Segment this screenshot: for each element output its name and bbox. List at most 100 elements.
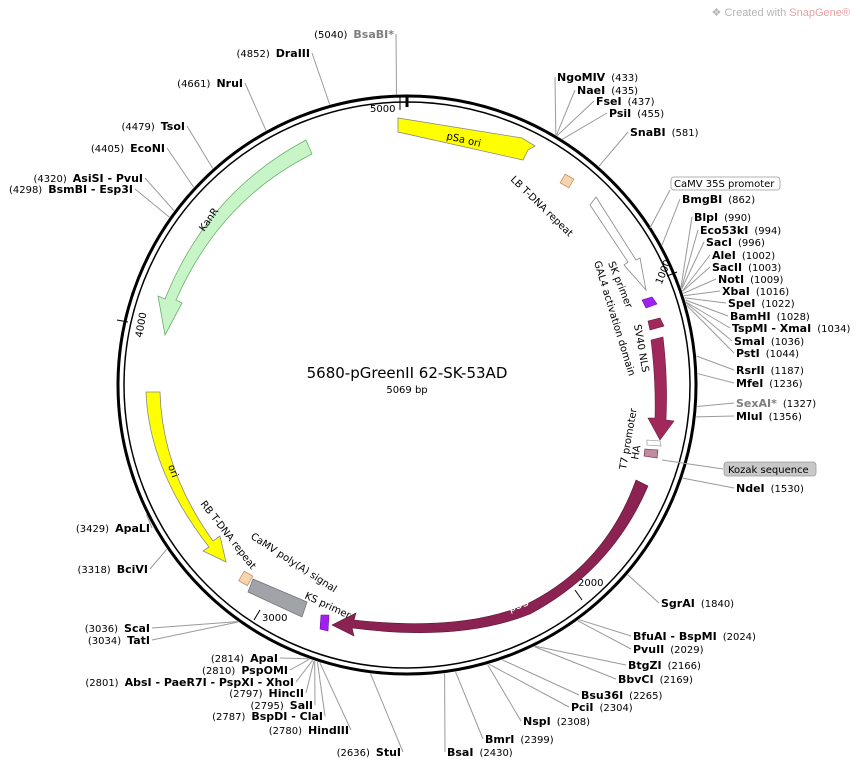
feature-psa-ori: pSa ori: [397, 117, 536, 161]
site-bsmbi-esp3i[interactable]: (4298)BsmBI - Esp3I: [9, 183, 170, 218]
site-name: NaeI: [577, 84, 605, 97]
site-label: (2801)AbsI - PaeR7I - PspXI - XhoI: [85, 676, 294, 689]
site-leader: [151, 621, 239, 641]
site-leader: [577, 620, 632, 650]
site-bbvci[interactable]: BbvCI(2169): [534, 646, 693, 686]
site-noti[interactable]: NotI(1009): [682, 273, 783, 294]
site-saci[interactable]: SacI(996): [681, 236, 765, 290]
site-leader: [166, 147, 195, 188]
site-ndei[interactable]: NdeI(1530): [682, 477, 804, 495]
site-bmgbi[interactable]: BmgBI(862): [661, 193, 755, 246]
site-leader: [681, 241, 705, 290]
site-leader: [682, 254, 711, 292]
site-name: BfuAI - BspMI: [633, 630, 717, 643]
site-name: ApaI: [250, 652, 278, 665]
site-bcivi[interactable]: (3318)BciVI: [77, 548, 168, 576]
site-bspdi-clai[interactable]: (2787)BspDI - ClaI: [212, 661, 326, 723]
site-label: PciI(2304): [571, 701, 633, 714]
site-apai[interactable]: (2814) ApaI: [211, 652, 309, 665]
site-bamhi[interactable]: BamHI(1028): [685, 299, 810, 323]
site-leader: [696, 415, 735, 418]
site-name: BciVI: [117, 563, 148, 576]
site-position: (2814): [211, 654, 244, 665]
site-position: (1034): [817, 324, 850, 335]
site-eco53ki[interactable]: Eco53kI(994): [681, 224, 782, 289]
site-hincii[interactable]: (2797)HincII: [229, 660, 315, 700]
site-asisi-pvui[interactable]: (4320)AsiSI - PvuI: [34, 172, 175, 212]
site-label: (2787)BspDI - ClaI: [212, 710, 323, 723]
site-sexai-[interactable]: SexAI*(1327): [697, 397, 816, 410]
site-alei[interactable]: AleI(1002): [682, 249, 775, 292]
site-blpi[interactable]: BlpI(990): [680, 211, 751, 288]
site-position: (2169): [660, 675, 693, 686]
site-tsoi[interactable]: (4479)TsoI: [121, 120, 214, 169]
site-position: (2797): [229, 689, 262, 700]
site-position: (437): [628, 97, 655, 108]
site-sali[interactable]: (2795)SalI: [251, 660, 316, 712]
site-fsei[interactable]: FseI(437): [556, 95, 655, 137]
site-scai[interactable]: (3036)ScaI: [85, 621, 238, 635]
site-label: (2810)PspOMI: [202, 664, 288, 677]
site-label: SacI(996): [706, 236, 765, 249]
site-bfuai-bspmi[interactable]: BfuAI - BspMI(2024): [578, 619, 756, 643]
site-leader: [502, 659, 580, 696]
site-bsabi-[interactable]: (5040)BsaBI*: [314, 28, 397, 95]
site-apali[interactable]: (3429)ApaLI: [76, 514, 153, 535]
site-btgzi[interactable]: BtgZI(2166): [535, 645, 701, 672]
site-name: BmrI: [485, 733, 514, 746]
site-position: (3429): [76, 524, 109, 535]
site-xbai[interactable]: XbaI(1016): [683, 285, 789, 298]
site-name: BsaI: [447, 746, 473, 759]
site-pspomi[interactable]: (2810)PspOMI: [202, 658, 310, 677]
site-tspmi-xmai[interactable]: TspMI - XmaI(1034): [685, 301, 851, 335]
site-label: XbaI(1016): [722, 285, 789, 298]
site-position: (455): [637, 109, 664, 120]
site-psti[interactable]: PstI(1044): [686, 305, 799, 361]
site-bsu36i[interactable]: Bsu36I(2265): [502, 659, 663, 702]
site-draiii[interactable]: (4852)DraIII: [236, 47, 331, 105]
site-leader: [535, 645, 627, 666]
site-name: MfeI: [736, 377, 763, 390]
site-leader: [151, 621, 238, 629]
site-pvuii[interactable]: PvuII(2029): [577, 620, 704, 656]
site-bsai[interactable]: BsaI(2430): [444, 673, 513, 759]
site-leader: [146, 514, 153, 529]
site-naei[interactable]: NaeI(435): [555, 84, 638, 136]
site-label: SacII(1003): [712, 261, 781, 274]
site-pcii[interactable]: PciI(2304): [488, 663, 633, 714]
site-position: (3034): [88, 636, 121, 647]
site-mlui[interactable]: MluI(1356): [696, 410, 802, 423]
site-name: NdeI: [736, 482, 765, 495]
plasmid-size: 5069 bp: [386, 385, 427, 396]
site-position: (4479): [121, 122, 154, 133]
site-hindiii[interactable]: (2780)HindIII: [269, 662, 352, 737]
site-smai[interactable]: SmaI(1036): [685, 302, 804, 348]
site-rsrii[interactable]: RsrII(1187): [696, 355, 804, 377]
site-bmri[interactable]: BmrI(2399): [455, 671, 554, 746]
site-snabi[interactable]: SnaBI(581): [598, 126, 699, 167]
site-leader: [488, 663, 570, 708]
site-sacii[interactable]: SacII(1003): [682, 261, 782, 292]
site-econi[interactable]: (4405)EcoNI: [91, 142, 195, 188]
site-ngomiv[interactable]: NgoMIV(433): [554, 71, 638, 135]
site-stui[interactable]: (2636)StuI: [337, 673, 404, 759]
snapgene-credit: ❖ Created with SnapGene®: [712, 6, 850, 19]
site-position: (4320): [34, 174, 67, 185]
site-name: PsiI: [609, 107, 631, 120]
site-name: MluI: [736, 410, 763, 423]
site-nrui[interactable]: (4661)NruI: [177, 77, 267, 131]
site-label: (3429)ApaLI: [76, 522, 150, 535]
site-tati[interactable]: (3034)TatI: [88, 621, 239, 647]
site-psii[interactable]: PsiI (455): [562, 107, 665, 140]
site-mfei[interactable]: MfeI(1236): [697, 373, 803, 390]
site-label: BlpI(990): [694, 211, 751, 224]
site-nspi[interactable]: NspI(2308): [487, 664, 590, 728]
site-sgrai[interactable]: SgrAI(1840): [627, 574, 734, 610]
site-absi-paer7i-pspxi-xhoi[interactable]: (2801)AbsI - PaeR7I - PspXI - XhoI: [85, 659, 313, 689]
site-name: BsaBI*: [353, 28, 394, 41]
site-leader: [578, 619, 632, 637]
site-label: (4479)TsoI: [121, 120, 185, 133]
site-label: (5040)BsaBI*: [314, 28, 394, 41]
label-camv-35s-promoter: CaMV 35S promoter: [674, 179, 775, 190]
site-spei[interactable]: SpeI(1022): [684, 297, 795, 310]
